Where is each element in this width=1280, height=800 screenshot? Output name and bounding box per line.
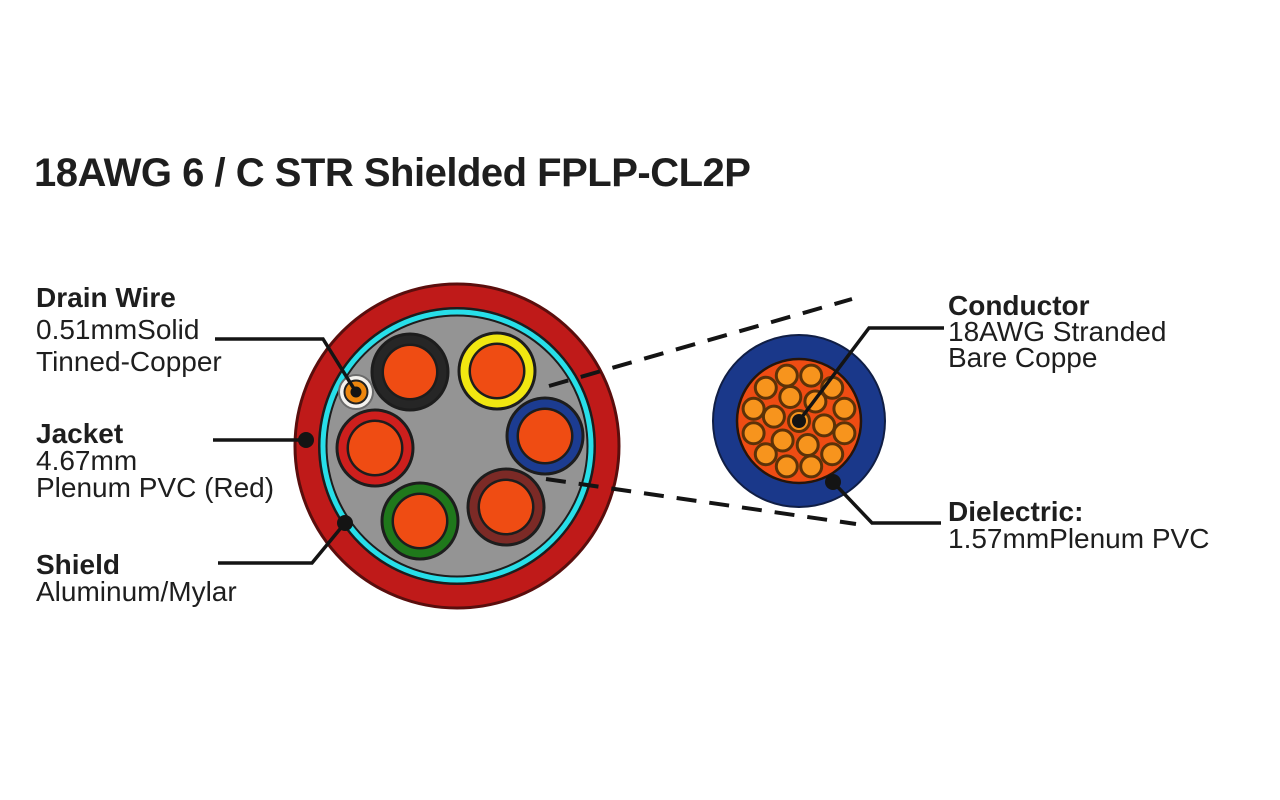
conductor-maroon (466, 467, 546, 547)
strand (812, 413, 837, 438)
cable-cross-section (293, 282, 621, 610)
conductor-blue (505, 396, 585, 476)
jacket-label: Jacket 4.67mm Plenum PVC (Red) (36, 418, 275, 503)
conductor-red (335, 408, 415, 488)
magnification-guide-lines (545, 297, 857, 526)
jacket-material: Plenum PVC (Red) (36, 472, 275, 503)
dielectric-dot (825, 474, 841, 490)
callout-dots (298, 386, 841, 531)
drain-wire-material: Tinned-Copper (36, 346, 222, 377)
strand (832, 396, 857, 421)
strand (774, 454, 799, 479)
dielectric-heading: Dielectric: (948, 496, 1084, 527)
strand (761, 404, 786, 429)
copper-core (480, 481, 532, 533)
shield-material: Aluminum/Mylar (36, 576, 237, 607)
copper-core (394, 495, 446, 547)
dielectric-label: Dielectric: 1.57mmPlenum PVC (948, 496, 1210, 554)
conductor-leader (797, 326, 944, 423)
copper-core (519, 410, 571, 462)
conductor-size: 18AWG Stranded (948, 316, 1167, 347)
conductor-yellow (457, 331, 537, 411)
drain-wire-leader (215, 337, 358, 393)
strand (795, 433, 820, 457)
conductor-label: Conductor 18AWG Stranded Bare Coppe (948, 290, 1167, 373)
strand (774, 363, 799, 388)
strand (753, 375, 778, 400)
drain-wire-size: 0.51mmSolid (36, 314, 200, 345)
drain-wire-heading: Drain Wire (36, 282, 176, 313)
shield-heading: Shield (36, 549, 121, 580)
copper-core (471, 345, 523, 397)
strand (770, 428, 795, 453)
dielectric-size: 1.57mmPlenum PVC (948, 523, 1210, 554)
magnify-guide-upper (548, 297, 853, 388)
copper-core (384, 346, 436, 398)
magnify-guide-lower (545, 477, 857, 526)
jacket-heading: Jacket (36, 418, 124, 449)
strand (799, 363, 824, 388)
strand (741, 421, 766, 446)
dielectric-leader (831, 480, 941, 525)
conductor-dot (792, 414, 806, 428)
drain-wire-label: Drain Wire 0.51mmSolid Tinned-Copper (36, 282, 222, 378)
strand (820, 442, 845, 467)
strand (832, 421, 857, 446)
callout-lines (213, 326, 944, 565)
page-title: 18AWG 6 / C STR Shielded FPLP-CL2P (34, 151, 751, 195)
copper-core (349, 422, 401, 474)
conductor-green (380, 481, 460, 561)
shield-label: Shield Aluminum/Mylar (36, 549, 237, 607)
strand (741, 396, 766, 421)
drain-wire-dot (350, 386, 362, 398)
conductor-black (370, 332, 450, 412)
strand (778, 385, 803, 409)
jacket-size: 4.67mm (36, 445, 138, 476)
conductor-material: Bare Coppe (948, 342, 1098, 373)
strand (799, 454, 824, 479)
conductor-heading: Conductor (948, 290, 1090, 321)
jacket-dot (298, 432, 314, 448)
shield-dot (337, 515, 353, 531)
shield-leader (218, 521, 347, 565)
strand (753, 442, 778, 467)
